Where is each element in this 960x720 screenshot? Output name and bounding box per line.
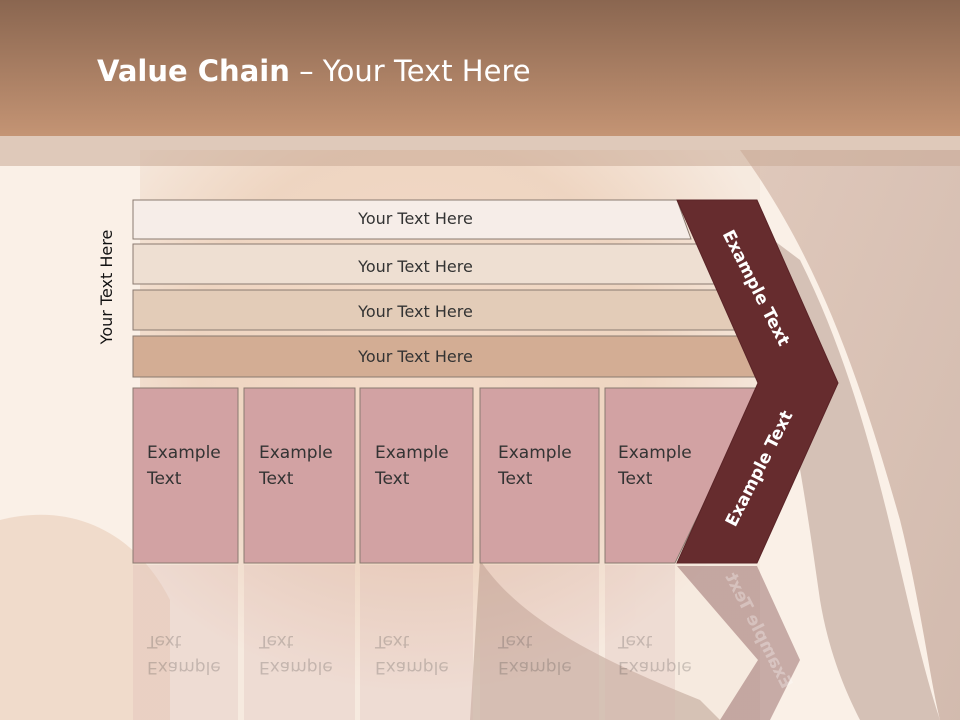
chevron-reflection [677,566,800,720]
row-label-1: Your Text Here [358,209,473,228]
column-box-1 [132,387,239,564]
column-box-4 [479,387,600,564]
title-rest: – Your Text Here [289,54,531,88]
column-box-3 [359,387,474,564]
column-reflections [133,565,675,720]
title-bold: Value Chain [97,54,290,88]
title-bar [0,0,960,136]
column-box-2 [243,387,356,564]
row-bar-1 [132,199,692,240]
chevron-arrow [676,199,839,564]
column-box-5 [604,387,761,564]
row-label-4: Your Text Here [358,347,473,366]
title-band [0,136,960,166]
row-label-3: Your Text Here [358,302,473,321]
slide-title: Value Chain – Your Text Here [97,54,531,88]
row-label-2: Your Text Here [358,257,473,276]
